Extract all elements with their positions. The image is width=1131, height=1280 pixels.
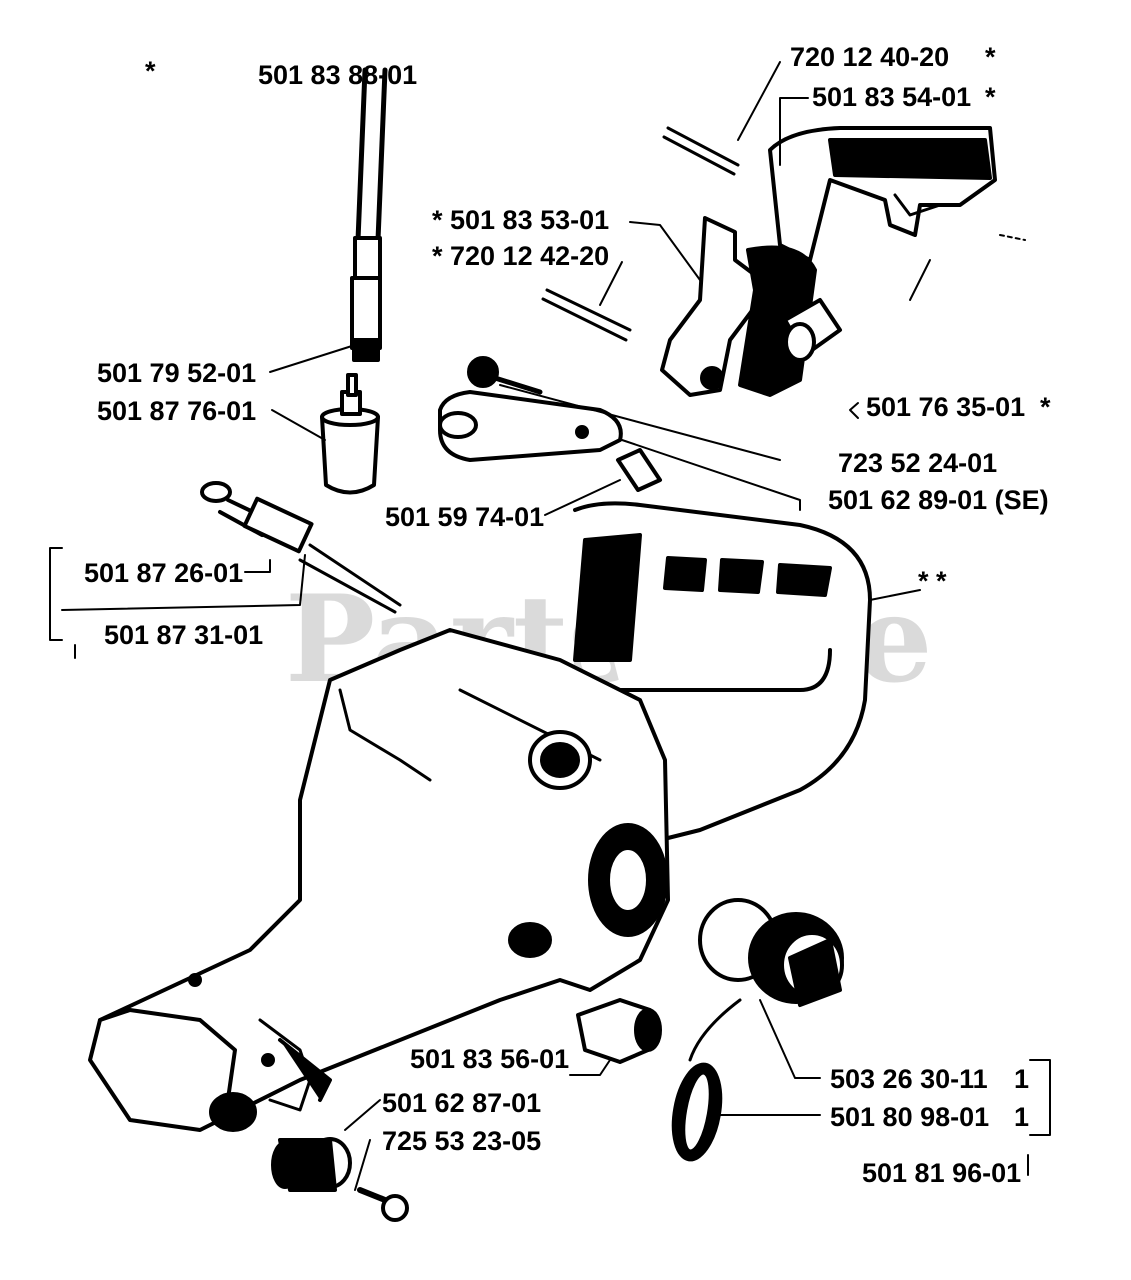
label-501-87-26-01: 501 87 26-01 (84, 558, 244, 588)
label-501-59-74-01: 501 59 74-01 (385, 502, 545, 532)
label-501-81-96-01: 501 81 96-01 (862, 1158, 1022, 1188)
screw-725-53-23-05 (357, 1187, 409, 1222)
plug-501-62-87-01 (271, 1137, 352, 1192)
throttle-trigger-part (768, 126, 997, 262)
label-501-83-56-01: 501 83 56-01 (410, 1044, 570, 1074)
label-725-53-23-05: 725 53 23-05 (382, 1126, 542, 1156)
sleeve-part (783, 298, 842, 362)
label-720-12-42-20: * 720 12 42-20 (432, 241, 610, 271)
bushing-501-59-74-01 (616, 448, 662, 492)
label-501-83-54-01: 501 83 54-01 (812, 82, 972, 112)
oil-cap-part (688, 898, 844, 1062)
label-501-83-88-01: 501 83 88-01 (258, 60, 418, 90)
label-501-87-31-01: 501 87 31-01 (104, 620, 264, 650)
label-star-1: * (985, 42, 996, 72)
screw-723-52-24-01 (467, 356, 543, 395)
label-501-87-76-01: 501 87 76-01 (97, 396, 257, 426)
label-720-12-40-20: 720 12 40-20 (790, 42, 950, 72)
label-star-3: * (1040, 392, 1051, 422)
label-501-62-89-01-se: 501 62 89-01 (SE) (828, 485, 1049, 515)
pin-720-12-40-20 (662, 126, 740, 176)
label-501-80-98-01: 501 80 98-01 (830, 1102, 990, 1132)
label-star-star: * * (918, 566, 947, 596)
label-501-83-53-01: * 501 83 53-01 (432, 205, 610, 235)
label-qty-1: 1 (1014, 1064, 1030, 1094)
crankcase-body (88, 628, 670, 1132)
label-501-62-87-01: 501 62 87-01 (382, 1088, 542, 1118)
fuel-filter-part (320, 373, 380, 495)
pin-720-12-42-20 (541, 288, 632, 342)
label-top-star: * (145, 56, 156, 86)
seal-ring-part (671, 1062, 723, 1162)
leader-lines (49, 61, 1051, 1191)
label-star-2: * (985, 82, 996, 112)
choke-lever-part (438, 390, 623, 462)
label-501-79-52-01: 501 79 52-01 (97, 358, 257, 388)
label-723-52-24-01: 723 52 24-01 (838, 448, 998, 478)
label-501-76-35-01: 501 76 35-01 (866, 392, 1026, 422)
throttle-cable-part (350, 67, 388, 362)
label-qty-2: 1 (1014, 1102, 1030, 1132)
fuel-hose-part (200, 481, 402, 614)
fitting-501-83-56-01 (576, 998, 662, 1064)
label-503-26-30-11: 503 26 30-11 (830, 1064, 988, 1094)
